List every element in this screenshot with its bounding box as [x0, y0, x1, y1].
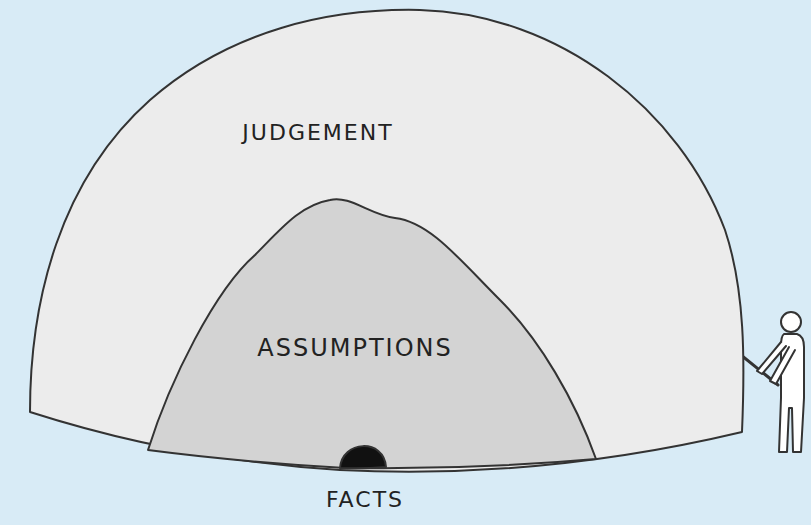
judgement-mound: JUDGEMENT ASSUMPTIONSFACTS — [25, 5, 745, 477]
facts-label: FACTS — [326, 487, 404, 513]
facts-dome: FACTS — [320, 436, 406, 522]
person-head — [781, 312, 801, 332]
assumptions-mound-outline — [146, 195, 598, 472]
assumptions-mound: ASSUMPTIONSFACTS — [146, 195, 598, 472]
mound-label: JUDGEMENT — [242, 120, 393, 146]
person-arm — [770, 347, 795, 384]
mound-label: ASSUMPTIONS — [257, 334, 452, 363]
